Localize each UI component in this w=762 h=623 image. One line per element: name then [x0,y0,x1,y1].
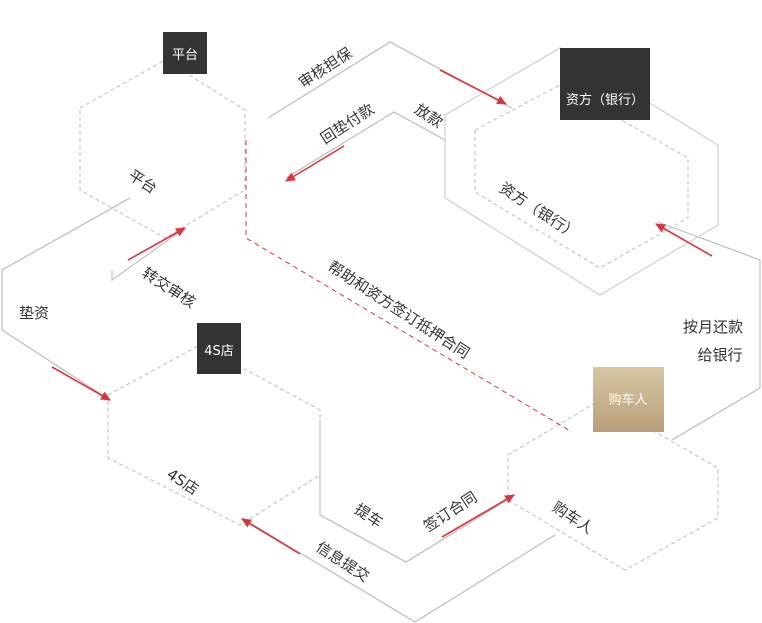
dealer-hexagon [107,344,321,526]
tag-funder: 资方（银行） [560,48,650,120]
platform-label: 平台 [125,166,160,197]
flow-monthly-repay-line1: 按月还款 [683,318,743,336]
arrows [51,69,713,555]
flow-pickup: 提车 [351,500,386,531]
tag-dealer: 4S店 [197,323,241,374]
tag-dealer-text: 4S店 [204,344,234,359]
buyer-label: 购车人 [549,498,597,538]
line-pickup-sign [319,420,516,563]
arrow-sign-contract [441,494,515,538]
tag-buyer: 购车人 [593,367,664,432]
tag-platform: 平台 [163,32,207,74]
flow-monthly-repay-line2: 给银行 [697,346,742,364]
arrow-forward-review [127,227,186,261]
line-loan-return [285,111,446,179]
flow-sign-contract: 签订合同 [420,488,480,536]
flow-sign-help: 帮助和资方签订抵押合同 [325,257,473,362]
dealer-label: 4S店 [164,465,202,499]
line-submit-info [241,517,556,623]
arrow-submit-info [241,518,301,555]
arrow-monthly-repay [655,223,713,257]
node-dealer [107,344,321,526]
arrow-review-guarantee [439,69,507,105]
connector-lines [1,41,761,623]
line-sign-help-dashed [245,140,573,433]
funder-label: 资方（银行） [496,179,581,243]
tag-funder-text: 资方（银行） [566,92,644,108]
line-forward-review [111,227,186,282]
line-monthly-repay [657,221,761,441]
funder-inner-hexagon [474,84,689,269]
tag-platform-text: 平台 [172,48,198,63]
arrow-repay-advance [285,145,345,182]
flow-advance-fund: 垫资 [19,304,49,322]
line-advance-fund [1,197,131,401]
platform-hexagon [79,59,246,239]
flow-forward-review: 转交审核 [139,264,199,312]
flow-review-guarantee: 审核担保 [295,44,355,92]
arrow-advance-fund [51,366,111,401]
flow-loan: 放款 [411,100,446,131]
node-platform [79,59,246,239]
tag-buyer-text: 购车人 [608,392,647,408]
